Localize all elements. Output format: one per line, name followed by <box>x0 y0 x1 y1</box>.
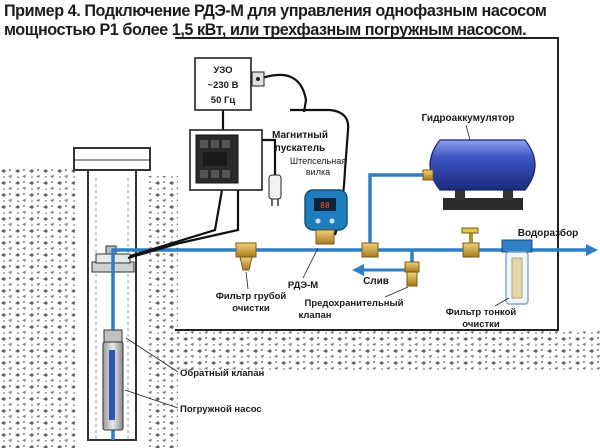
accumulator-label: Гидроаккумулятор <box>422 113 515 124</box>
relief-valve <box>404 261 420 287</box>
pump-label: Погружной насос <box>180 404 262 415</box>
drain-arrow <box>352 264 405 276</box>
coarse-filter-label-line-1: Фильтр грубой <box>216 291 287 302</box>
drain-label: Слив <box>363 276 389 287</box>
ground-soil <box>0 168 600 448</box>
uzo-frequency-label: 50 Гц <box>211 95 236 106</box>
pump-leader-line <box>124 389 179 409</box>
check-valve-leader-line <box>125 337 179 373</box>
house-outline <box>175 37 559 331</box>
title-line-1: Пример 4. Подключение РДЭ-М для управлен… <box>4 2 547 20</box>
relief-valve-label-line-1: Предохранительный <box>305 298 404 309</box>
accumulator-leader-line <box>465 124 471 141</box>
relief-valve-label-line-2: клапан <box>299 310 332 321</box>
rde-m-relay: 88 <box>304 189 348 245</box>
wall-socket <box>251 71 265 87</box>
outlet-arrow <box>586 244 598 256</box>
starter-label-line-1: Магнитный <box>272 130 328 141</box>
plug <box>268 174 282 206</box>
outlet-label: Водоразбор <box>518 227 579 239</box>
plug-label-line-1: Штепсельная <box>290 156 346 166</box>
uzo-label: УЗО <box>213 65 232 76</box>
relief-valve-leader-line <box>384 286 409 298</box>
magnetic-starter <box>189 129 263 191</box>
fine-filter-label-line-2: очистки <box>462 319 500 330</box>
check-valve-label: Обратный клапан <box>180 368 265 379</box>
coarse-filter-label-line-2: очистки <box>232 303 270 314</box>
starter-label-line-2: пускатель <box>275 143 325 154</box>
fine-filter-leader-line <box>494 297 510 307</box>
tap-valve <box>461 227 480 258</box>
plug-label-line-2: вилка <box>306 167 330 177</box>
title-line-2: мощностью Р1 более 1,5 кВт, или трехфазн… <box>4 21 527 39</box>
submersible-pump <box>102 329 124 431</box>
tee-fitting <box>361 242 379 258</box>
coarse-filter <box>235 242 257 271</box>
diagram-title: Пример 4. Подключение РДЭ-М для управлен… <box>4 2 596 40</box>
fine-filter <box>501 239 533 305</box>
uzo-box: УЗО ~230 В 50 Гц <box>194 57 252 111</box>
coarse-filter-leader-line <box>245 271 249 290</box>
fine-filter-label-line-1: Фильтр тонкой <box>446 307 517 318</box>
hydro-accumulator <box>422 139 536 210</box>
uzo-voltage-label: ~230 В <box>208 80 239 91</box>
rde-leader-line <box>302 247 319 279</box>
rde-label: РДЭ-М <box>288 280 318 291</box>
svg-text:88: 88 <box>320 201 330 210</box>
